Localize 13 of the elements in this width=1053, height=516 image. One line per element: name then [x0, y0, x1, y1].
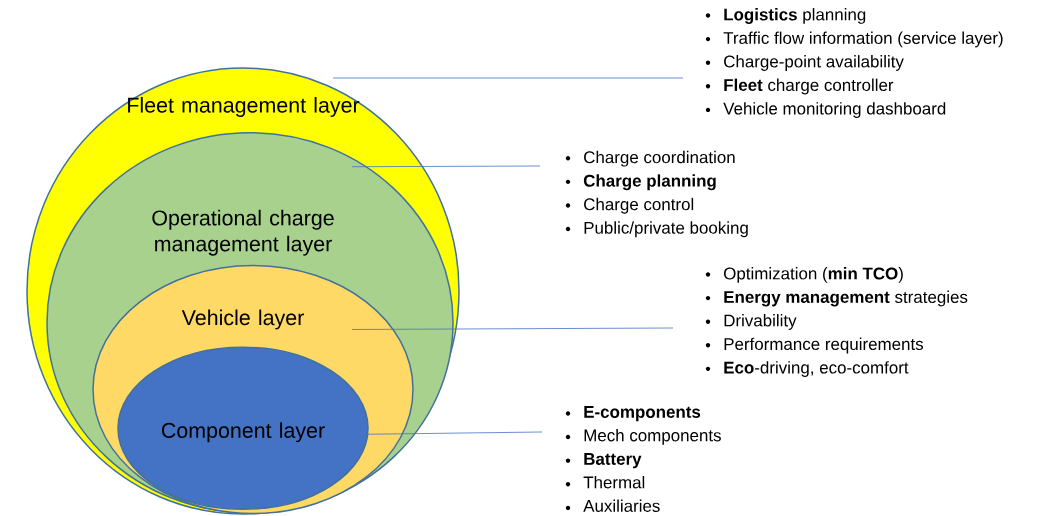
layer-label: Operational charge management layer: [152, 209, 334, 256]
layer-label: Fleet management layer: [128, 97, 360, 117]
layer-label: Component layer: [161, 422, 325, 443]
leader-line: [351, 327, 674, 330]
bullet-list: Charge coordination Charge planning Charge control Public/private booking: [583, 150, 748, 238]
bullet-list: Optimization (min TCO) Energy management strategies Drivability Performance requirements Eco-driving, eco-comfort: [724, 267, 968, 377]
leader-line: [351, 165, 541, 168]
leader-line: [367, 431, 543, 435]
leader-line: [332, 77, 684, 79]
bullet-list: Logistics planning Traffic flow information (service layer) Charge-point availability Fleet charge controller Vehicle monitoring dashboard: [723, 8, 1003, 118]
layer-ellipse: [117, 346, 369, 510]
bullet-list: E-components Mech components Battery Thermal Auxiliaries: [583, 406, 721, 512]
layer-label: Vehicle layer: [181, 309, 304, 330]
